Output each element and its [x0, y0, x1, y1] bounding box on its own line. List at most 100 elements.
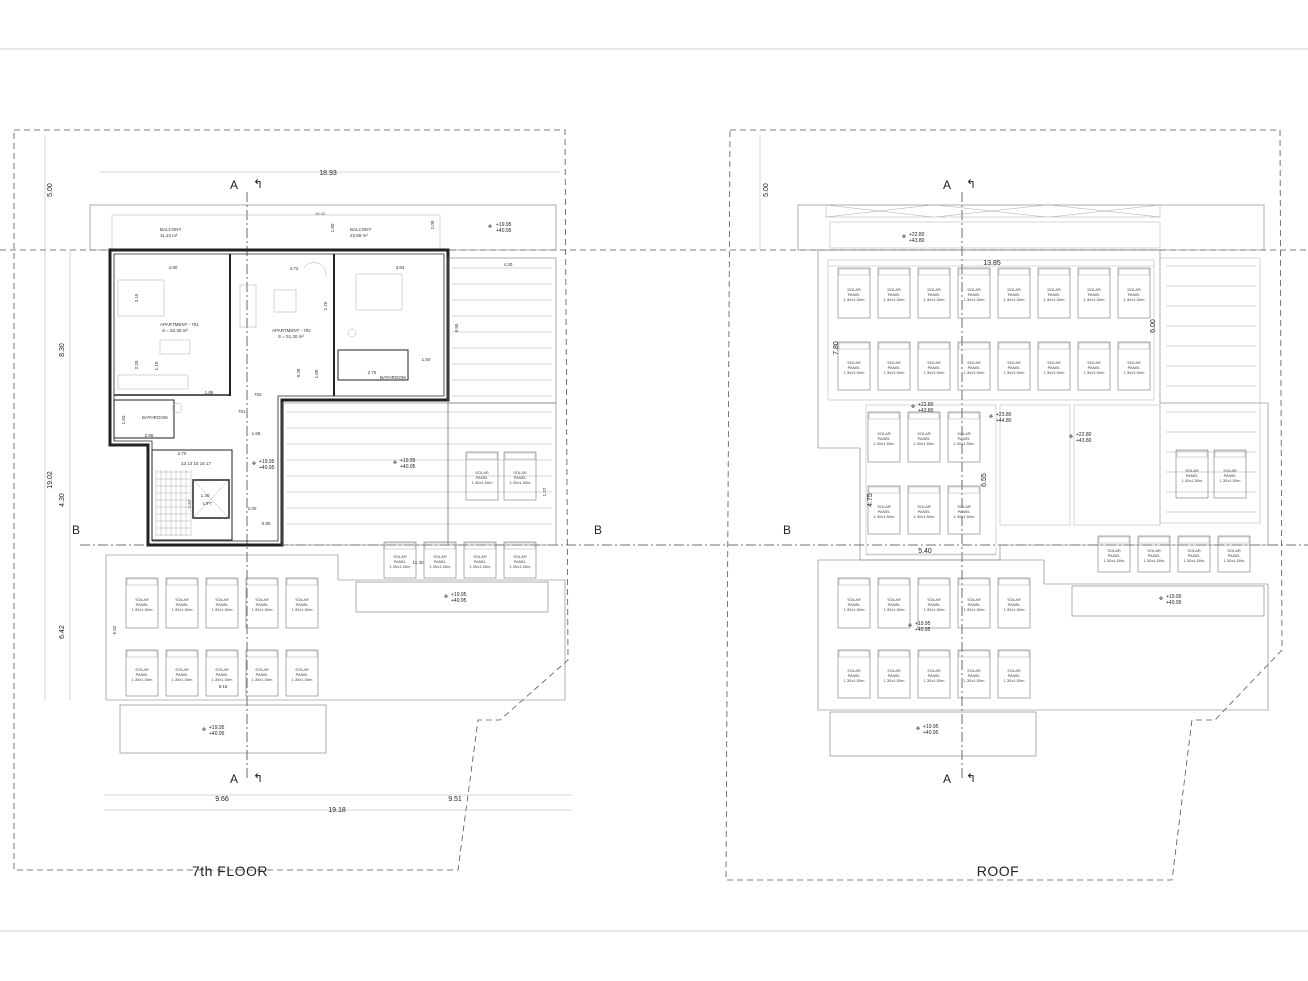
- level-a: +19.95: [923, 724, 939, 730]
- solar-panel-label: SOLAR: [135, 597, 149, 602]
- solar-panel-label: 1.30x1.50m: [924, 297, 946, 302]
- solar-panel-label: 1.30x1.50m: [1084, 297, 1106, 302]
- label-stair-numbers: 13 14 15 16 17: [181, 461, 212, 466]
- solar-panel-label: SOLAR: [957, 504, 971, 509]
- mid-terrace: [281, 402, 449, 546]
- roof-side-lower: [1159, 402, 1261, 524]
- level-a: +22.80: [909, 232, 925, 238]
- level-a: +19.95: [451, 592, 467, 598]
- solar-panel-label: PANEL: [1148, 553, 1162, 558]
- level-marker: ✜ +19.95 +40.95: [252, 459, 275, 471]
- section-arrow-icon: ↰: [253, 771, 263, 785]
- solar-panel-label: PANEL: [968, 602, 982, 607]
- solar-panel-label: PANEL: [1128, 365, 1142, 370]
- solar-panel-label: PANEL: [918, 436, 932, 441]
- solar-panel-label: PANEL: [1008, 292, 1022, 297]
- dim-bottom-total: 19.18: [328, 807, 346, 814]
- solar-panel-label: SOLAR: [887, 287, 901, 292]
- solar-panel-label: 1.30x1.50m: [212, 607, 234, 612]
- solar-panel-label: SOLAR: [967, 668, 981, 673]
- solar-panel-label: PANEL: [968, 365, 982, 370]
- dim-left-mid: 4.30: [59, 493, 66, 507]
- label-balcony-1: BALCONY: [160, 227, 182, 232]
- solar-panel-label: PANEL: [1128, 292, 1142, 297]
- solar-panel-label: SOLAR: [957, 431, 971, 436]
- stair-core: [151, 449, 233, 541]
- solar-panel-label: PANEL: [848, 673, 862, 678]
- level-marker: ✜ +22.80 +43.80: [902, 232, 925, 244]
- label-apt-702: APARTMENT - 702: [272, 328, 311, 333]
- dim-room-a: 4.90: [169, 265, 178, 270]
- solar-panel-label: SOLAR: [1107, 548, 1121, 553]
- dim-d2: 1.70: [323, 301, 328, 310]
- solar-panel-label: SOLAR: [927, 287, 941, 292]
- solar-panel-label: PANEL: [878, 509, 892, 514]
- solar-panel-label: PANEL: [968, 292, 982, 297]
- skylight-cross: [935, 204, 1047, 218]
- level-marker-icon: ✜: [1069, 434, 1073, 440]
- solar-panel-label: PANEL: [474, 559, 488, 564]
- solar-panel-label: 1.30x1.50m: [172, 677, 194, 682]
- solar-panel-label: PANEL: [848, 365, 862, 370]
- floor-7-plan: SOLARPANEL1.30x1.50mSOLARPANEL1.30x1.50m…: [13, 129, 602, 879]
- dim-d3: 2.20: [134, 360, 139, 369]
- dim-lift-h: 1.57: [187, 499, 192, 508]
- level-marker: ✜ +19.95 +40.95: [393, 458, 416, 470]
- dim-corr-b: 1.68: [252, 431, 261, 436]
- dim-room-c: 3.83: [396, 265, 405, 270]
- dim-balcony-width: 19.33: [315, 211, 326, 216]
- solar-panel-label: PANEL: [136, 602, 150, 607]
- level-marker-icon: ✜: [989, 414, 993, 420]
- level-marker-icon: ✜: [444, 594, 448, 600]
- dim-solar-h: 5.52: [112, 625, 117, 634]
- level-a: +19.95: [496, 222, 512, 228]
- solar-panel-label: 1.30x1.50m: [924, 607, 946, 612]
- solar-panel-label: PANEL: [1228, 553, 1242, 558]
- solar-panel-label: SOLAR: [847, 360, 861, 365]
- solar-panel-label: PANEL: [958, 436, 972, 441]
- solar-panel-label: PANEL: [928, 292, 942, 297]
- dim-bath-w: 2.75: [368, 370, 377, 375]
- label-balcony-2-area: 23,58 m²: [350, 233, 368, 238]
- label-door-702: 702: [254, 392, 262, 397]
- solar-panel-label: 1.30x1.50m: [1084, 370, 1106, 375]
- level-marker: ✜ +19.95 +40.95: [1159, 594, 1182, 606]
- level-marker: ✜ +19.95 +40.95: [202, 725, 225, 737]
- level-marker: ✜ +19.95 +40.95: [916, 724, 939, 736]
- solar-panel-label: SOLAR: [967, 287, 981, 292]
- solar-panel-label: 1.30x1.50m: [914, 441, 936, 446]
- roof-top-skylight: [825, 204, 1161, 218]
- solar-panel-label: SOLAR: [175, 667, 189, 672]
- bathroom-701: [113, 399, 175, 439]
- solar-panel-label: SOLAR: [887, 668, 901, 673]
- dim-bottom-left: 9.66: [215, 796, 229, 803]
- solar-panel-label: 1.30x1.50m: [924, 370, 946, 375]
- solar-panel-label: SOLAR: [433, 554, 447, 559]
- solar-panel-label: PANEL: [136, 672, 150, 677]
- dim-landing: 0.80: [262, 521, 271, 526]
- dim-left-upper: 8.30: [59, 343, 66, 357]
- solar-panel-label: SOLAR: [1007, 360, 1021, 365]
- dim-stair-w: 2.70: [178, 451, 187, 456]
- section-arrow-icon: ↰: [966, 771, 976, 785]
- level-b: +40.95: [496, 228, 512, 234]
- level-a: +19.95: [915, 621, 931, 627]
